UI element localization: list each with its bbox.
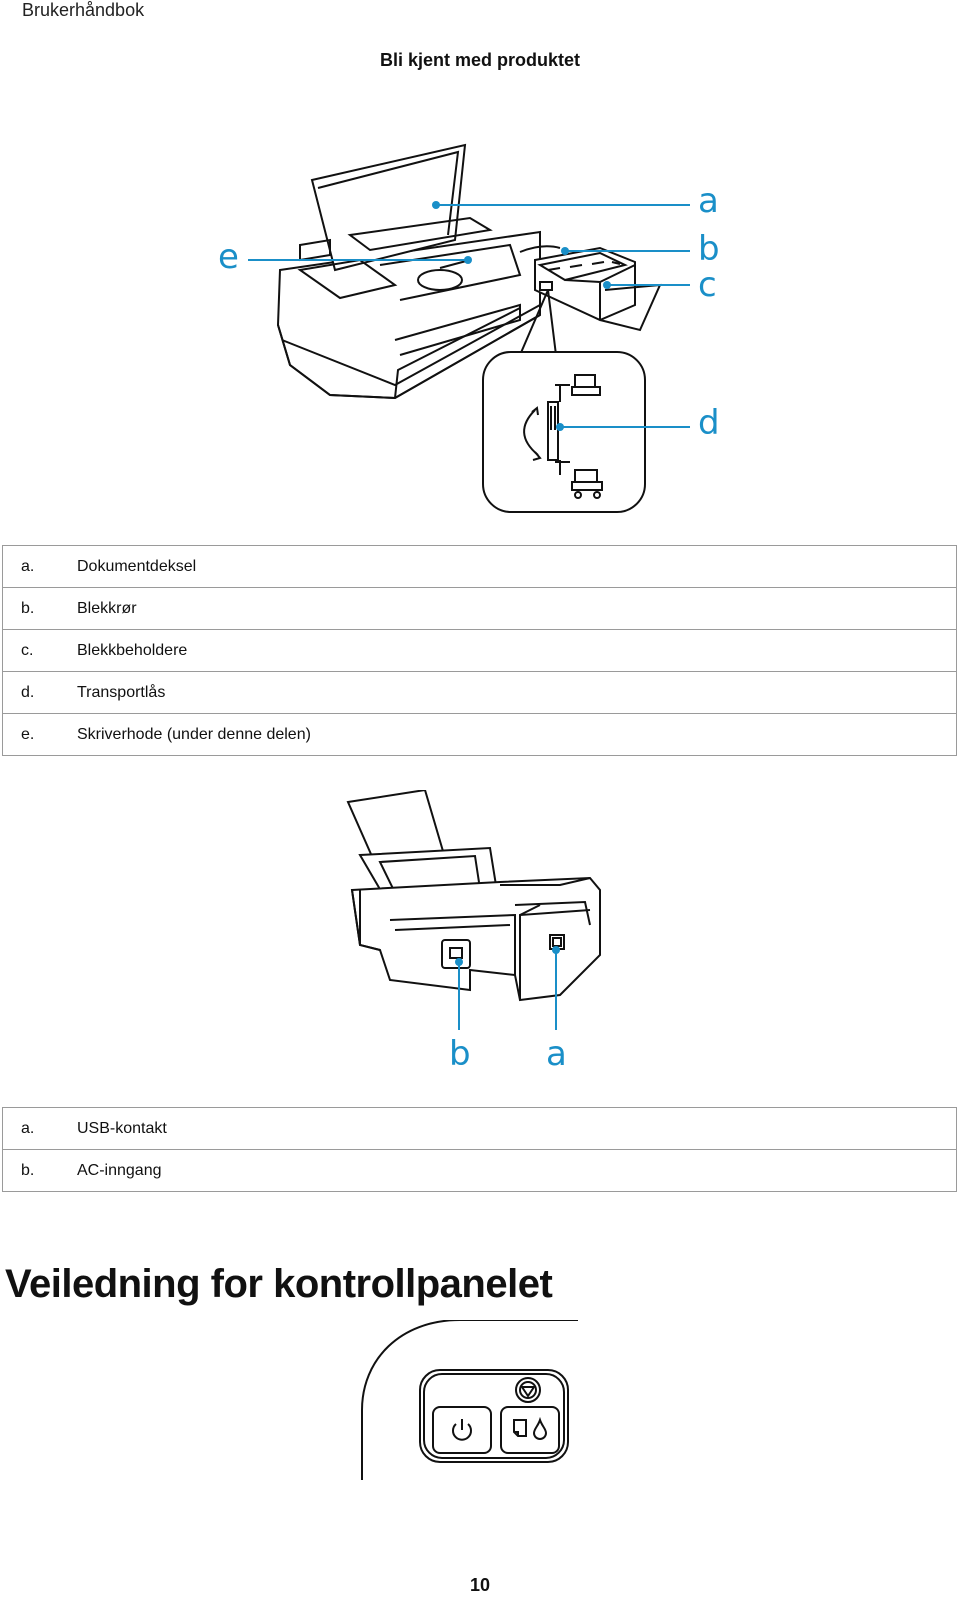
row-label: Blekkrør: [59, 587, 957, 630]
row-key: c.: [2, 629, 59, 672]
running-header: Brukerhåndbok: [22, 0, 145, 20]
row-label: Skriverhode (under denne delen): [59, 713, 957, 756]
section-subtitle: Bli kjent med produktet: [379, 50, 581, 70]
page-number: 10: [469, 1575, 491, 1595]
callout-a: a: [546, 1034, 567, 1074]
power-icon: [452, 1419, 472, 1441]
table-row: a. Dokumentdeksel: [2, 545, 957, 588]
row-key: a.: [2, 1107, 59, 1150]
callout-c: c: [698, 265, 717, 305]
callout-b: b: [698, 229, 720, 269]
callout-b: b: [449, 1034, 471, 1074]
paper-ink-button[interactable]: [500, 1406, 560, 1454]
row-label: AC-inngang: [59, 1149, 957, 1192]
row-key: e.: [2, 713, 59, 756]
callout-a: a: [698, 181, 719, 221]
stop-icon: [515, 1377, 541, 1403]
table-row: c. Blekkbeholdere: [2, 629, 957, 672]
row-key: a.: [2, 545, 59, 588]
printer-rear-illustration: b a: [0, 790, 960, 1090]
paper-icon: [513, 1419, 527, 1437]
table-row: b. Blekkrør: [2, 587, 957, 630]
row-key: b.: [2, 1149, 59, 1192]
row-label: USB-kontakt: [59, 1107, 957, 1150]
ink-drop-icon: [532, 1416, 548, 1440]
control-panel-heading: Veiledning for kontrollpanelet: [5, 1262, 553, 1306]
table-row: b. AC-inngang: [2, 1149, 957, 1192]
row-label: Dokumentdeksel: [59, 545, 957, 588]
row-key: d.: [2, 671, 59, 714]
table-row: d. Transportlås: [2, 671, 957, 714]
control-panel-illustration: [0, 1320, 960, 1500]
power-button[interactable]: [432, 1406, 492, 1454]
printer-front-illustration: a b c d e: [0, 140, 960, 530]
callout-d: d: [698, 403, 720, 443]
parts-table-front: a. Dokumentdeksel b. Blekkrør c. Blekkbe…: [2, 545, 957, 756]
row-label: Blekkbeholdere: [59, 629, 957, 672]
row-key: b.: [2, 587, 59, 630]
table-row: a. USB-kontakt: [2, 1107, 957, 1150]
table-row: e. Skriverhode (under denne delen): [2, 713, 957, 756]
parts-table-rear: a. USB-kontakt b. AC-inngang: [2, 1107, 957, 1192]
row-label: Transportlås: [59, 671, 957, 714]
callout-e: e: [218, 237, 239, 277]
